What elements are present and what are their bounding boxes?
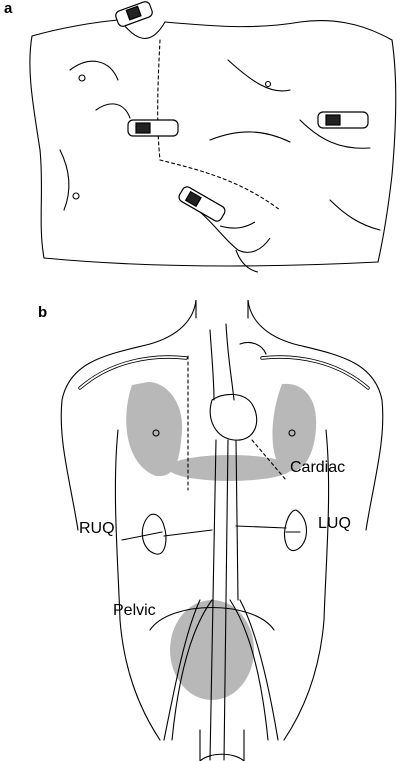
luq-label: LUQ [318,515,351,533]
patient-body-drawing [0,0,404,280]
transducer-probe-subxiphoid [128,120,178,136]
cardiac-region-shade [168,455,292,481]
panel-a-supine-patient-illustration: a [0,0,404,280]
pelvic-label: Pelvic [113,602,156,620]
ruq-region-shade [126,382,182,476]
transducer-probe-top [114,0,153,27]
cardiac-label: Cardiac [290,459,345,477]
transducer-probe-pelvic [177,185,227,223]
transducer-probe-left-flank [318,112,368,128]
ruq-label: RUQ [79,520,115,538]
panel-b-fast-regions-diagram: b [0,300,404,761]
operator-hand [200,212,270,272]
